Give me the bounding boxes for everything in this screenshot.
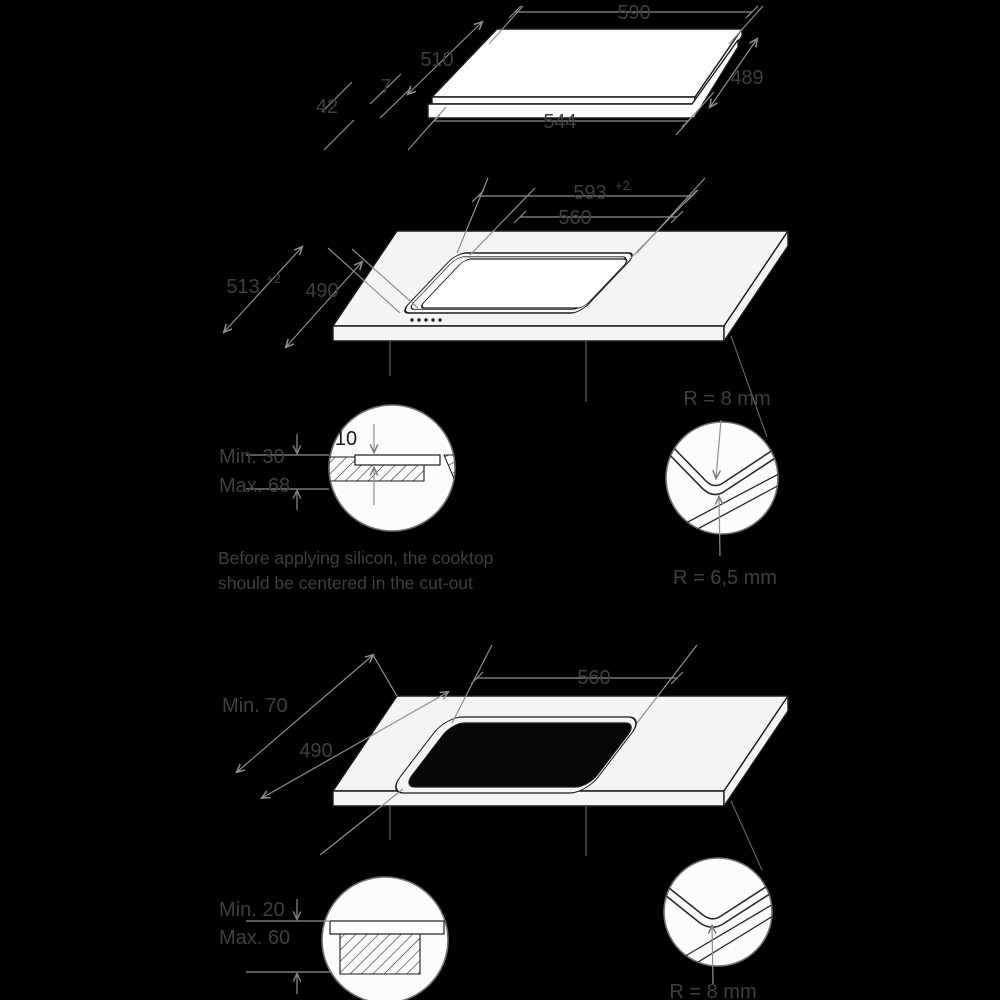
standard-corner-radius-label: R = 8 mm xyxy=(669,981,756,1000)
flush-cutout-recess xyxy=(404,252,633,314)
flush-worktop-front-face xyxy=(332,325,725,342)
dim-total-height-label: 42 xyxy=(316,96,338,118)
cooktop-glass-section-overlap xyxy=(329,920,445,935)
dim-left-depth-label: 510 xyxy=(420,49,453,71)
standard-corner-detail-circle xyxy=(663,857,773,967)
cutout-corner-radius-label: R = 6,5 mm xyxy=(673,567,777,589)
dim-flush-cutout-width-label: 560 xyxy=(558,207,591,229)
cooktop-glass-section xyxy=(354,454,441,466)
flush-worktop-view: 593 +2 560 513 +2 490 xyxy=(224,177,789,438)
flush-worktop-max-label: Max. 68 xyxy=(219,475,290,497)
recess-corner-radius-label: R = 8 mm xyxy=(683,388,770,410)
dim-recess-depth-label: 513 xyxy=(226,276,259,298)
flush-section-detail: 10 Min. 30 Max. 68 R = 8 mm R = 6,5 mm B… xyxy=(218,388,779,593)
standard-worktop-max-label: Max. 60 xyxy=(219,927,290,949)
dim-glass-thickness-label: 7 xyxy=(380,76,391,98)
control-dots xyxy=(410,318,442,322)
dim-recess-width-label: 593 xyxy=(573,182,606,204)
dim-rear-clearance-label: Min. 70 xyxy=(222,695,288,717)
flush-worktop-right-face xyxy=(723,230,789,342)
silicon-note-line1: Before applying silicon, the cooktop xyxy=(218,548,493,568)
dim-top-width-label: 590 xyxy=(617,2,650,24)
dim-flush-cutout-depth-label: 490 xyxy=(305,280,338,302)
dim-bottom-width-label: 544 xyxy=(543,111,576,133)
standard-worktop-right-face xyxy=(723,695,789,807)
flush-corner-detail-circle xyxy=(665,421,779,535)
cooktop-glass-front-edge xyxy=(431,96,696,105)
dim-standard-cutout-width-label: 560 xyxy=(577,667,610,689)
recess-step-depth-label: 10 xyxy=(335,428,357,450)
dim-recess-depth-tolerance: +2 xyxy=(266,271,281,286)
dim-recess-width-tolerance: +2 xyxy=(615,178,630,193)
worktop-section-hatch-2 xyxy=(339,933,421,975)
standard-cutout xyxy=(395,716,637,794)
standard-section-detail: Min. 20 Max. 60 R = 8 mm xyxy=(219,857,773,1000)
flush-worktop-min-label: Min. 30 xyxy=(219,446,285,468)
dim-right-depth-label: 489 xyxy=(730,67,763,89)
dim-standard-cutout-depth-label: 490 xyxy=(299,740,332,762)
standard-worktop-view: 560 Min. 70 490 xyxy=(222,644,789,871)
cooktop-top-view: 590 510 7 42 544 489 xyxy=(316,2,764,151)
silicon-note-line2: should be centered in the cut-out xyxy=(218,573,473,593)
standard-worktop-min-label: Min. 20 xyxy=(219,899,285,921)
